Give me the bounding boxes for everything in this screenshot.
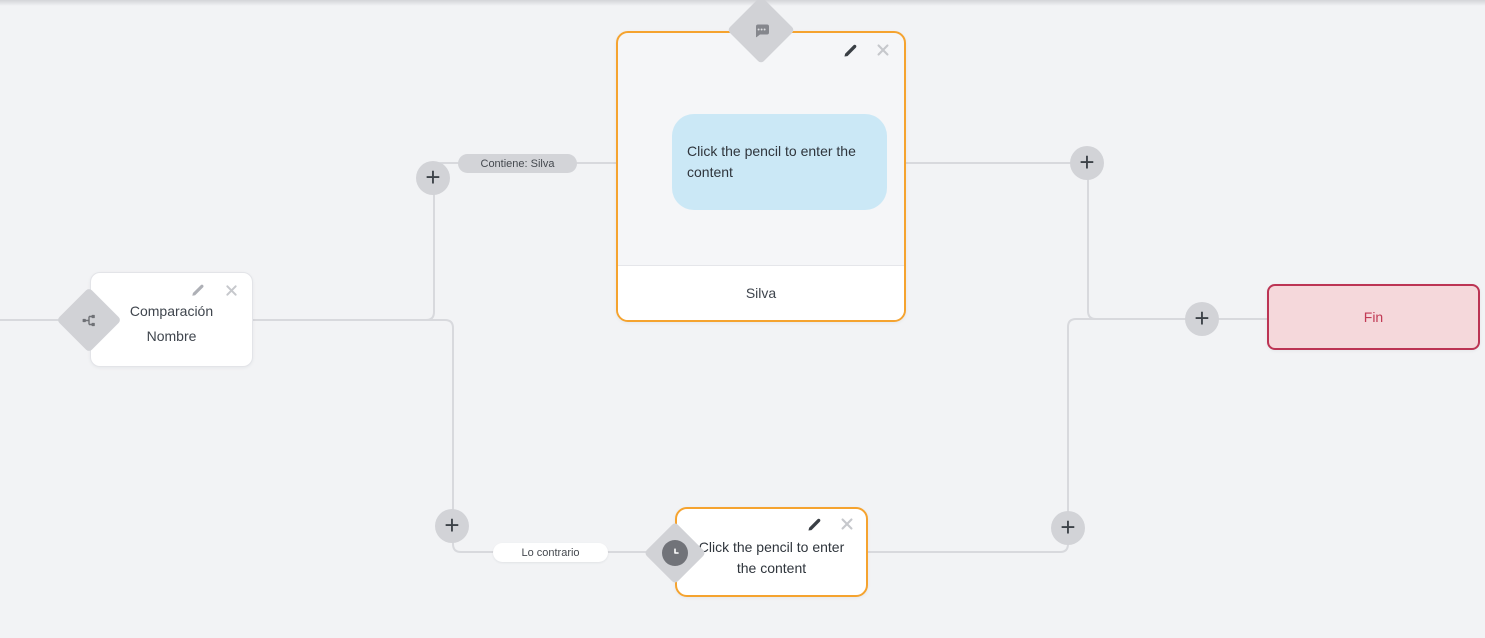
comparison-node-title: Comparación Nombre — [91, 299, 252, 349]
edge-label-condition[interactable]: Contiene: Silva — [458, 154, 577, 173]
delay-node-port — [643, 521, 707, 585]
comparison-variable-name: Nombre — [146, 328, 197, 344]
delete-x-icon[interactable] — [222, 281, 240, 299]
delete-x-icon[interactable] — [874, 41, 892, 59]
wire-delay-to-end — [868, 318, 1186, 553]
message-placeholder-text: Click the pencil to enter the content — [687, 143, 856, 180]
end-node[interactable]: Fin — [1267, 284, 1480, 350]
edge-label-else-text: Lo contrario — [521, 546, 580, 559]
add-node-button-before-end[interactable]: + — [1185, 302, 1219, 336]
edit-pencil-icon[interactable] — [189, 281, 207, 299]
edit-pencil-icon[interactable] — [805, 515, 823, 533]
delay-node[interactable]: Click the pencil to enter the content — [675, 507, 868, 597]
add-node-button-after-delay[interactable]: + — [1051, 511, 1085, 545]
plus-icon: + — [425, 162, 441, 192]
edge-label-condition-text: Contiene: Silva — [480, 157, 555, 170]
add-node-button-else[interactable]: + — [435, 509, 469, 543]
edit-pencil-icon[interactable] — [841, 41, 859, 59]
comparison-type-label: Comparación — [129, 303, 214, 319]
clock-icon — [662, 540, 688, 566]
sitemap-icon — [81, 312, 98, 329]
edge-label-else[interactable]: Lo contrario — [493, 543, 608, 562]
comparison-node-port — [56, 287, 122, 353]
wire-message-to-end — [906, 162, 1267, 320]
plus-icon: + — [1079, 147, 1095, 177]
message-node[interactable]: Click the pencil to enter the content Si… — [616, 31, 906, 322]
message-node-footer: Silva — [618, 265, 904, 320]
delete-x-icon[interactable] — [838, 515, 856, 533]
chat-bubble-icon — [752, 21, 771, 40]
delay-placeholder-text: Click the pencil to enter the content — [698, 539, 845, 576]
add-node-button-condition[interactable]: + — [416, 161, 450, 195]
message-footer-label: Silva — [745, 285, 777, 301]
wire-else-branch — [253, 319, 675, 553]
message-node-port — [727, 0, 795, 64]
plus-icon: + — [1194, 303, 1210, 333]
plus-icon: + — [444, 510, 460, 540]
end-node-label: Fin — [1363, 309, 1384, 325]
message-preview-bubble: Click the pencil to enter the content — [672, 114, 887, 210]
plus-icon: + — [1060, 512, 1076, 542]
add-node-button-after-message[interactable]: + — [1070, 146, 1104, 180]
